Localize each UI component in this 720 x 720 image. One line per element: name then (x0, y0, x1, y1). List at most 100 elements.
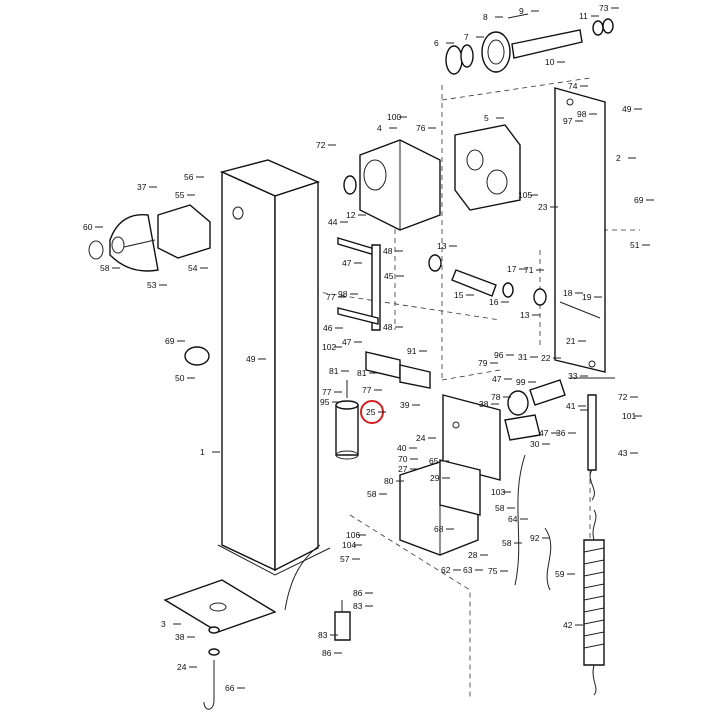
part-label-13a: 13 (437, 241, 447, 251)
part-label-106: 106 (346, 530, 360, 540)
part-label-48b: 48 (383, 322, 393, 332)
part-label-103: 103 (491, 487, 505, 497)
part-label-47b: 47 (342, 337, 352, 347)
part-label-49a: 49 (246, 354, 256, 364)
part-label-2: 2 (616, 153, 621, 163)
part-label-7: 7 (464, 32, 469, 42)
part-label-86b: 86 (322, 648, 332, 658)
part-label-73: 73 (599, 3, 609, 13)
part-label-86a: 86 (353, 588, 363, 598)
gear-assembly (445, 13, 614, 75)
part-label-21: 21 (566, 336, 576, 346)
part-label-74: 74 (568, 81, 578, 91)
part-label-75: 75 (488, 566, 498, 576)
part-label-98a: 98 (577, 109, 587, 119)
part-label-6: 6 (434, 38, 439, 48)
part-label-28: 28 (468, 550, 478, 560)
part-label-18: 18 (563, 288, 573, 298)
part-label-16: 16 (489, 297, 499, 307)
part-label-58b: 58 (367, 489, 377, 499)
part-label-38b: 38 (175, 632, 185, 642)
gearbox-housing (343, 124, 521, 231)
part-label-79: 79 (478, 358, 488, 368)
part-label-97: 97 (563, 116, 573, 126)
part-label-33: 33 (568, 371, 578, 381)
part-label-56: 56 (184, 172, 194, 182)
part-label-69b: 69 (634, 195, 644, 205)
part-label-27: 27 (398, 464, 408, 474)
part-label-45: 45 (384, 271, 394, 281)
part-label-105: 105 (518, 190, 532, 200)
terminal-block (365, 351, 431, 389)
part-label-11: 11 (579, 11, 588, 21)
part-label-19: 19 (582, 292, 592, 302)
part-label-77b: 77 (322, 387, 332, 397)
part-label-24a: 24 (416, 433, 426, 443)
cables (284, 454, 552, 611)
fan-assembly (88, 204, 211, 272)
part-label-44: 44 (328, 217, 338, 227)
main-column (217, 159, 331, 576)
part-label-5: 5 (484, 113, 489, 123)
part-label-55: 55 (175, 190, 185, 200)
part-label-57: 57 (340, 554, 350, 564)
part-label-81b: 81 (357, 368, 367, 378)
capacitor (335, 380, 359, 460)
part-label-69a: 69 (165, 336, 175, 346)
part-label-80: 80 (384, 476, 394, 486)
part-label-100: 100 (387, 112, 401, 122)
part-label-104: 104 (342, 540, 356, 550)
part-label-23: 23 (538, 202, 548, 212)
part-label-8: 8 (483, 12, 488, 22)
part-label-31: 31 (518, 352, 528, 362)
part-label-47d: 47 (539, 428, 549, 438)
brackets (337, 237, 381, 331)
part-label-95: 95 (320, 397, 330, 407)
part-label-10: 10 (545, 57, 555, 67)
part-label-65: 65 (429, 456, 439, 466)
part-label-58d: 58 (502, 538, 512, 548)
part-label-72b: 72 (618, 392, 628, 402)
part-label-83b: 83 (318, 630, 328, 640)
part-label-70: 70 (398, 454, 408, 464)
part-label-101: 101 (622, 411, 636, 421)
base-plate (163, 579, 277, 710)
part-label-41: 41 (566, 401, 576, 411)
part-label-4: 4 (377, 123, 382, 133)
part-label-76: 76 (416, 123, 426, 133)
part-label-91: 91 (407, 346, 417, 356)
part-label-51: 51 (630, 240, 640, 250)
part-label-71: 71 (524, 265, 534, 275)
part-labels: 1 2 3 4 5 6 7 8 9 10 11 12 13 13 15 16 1… (83, 3, 644, 693)
part-label-77c: 77 (362, 385, 372, 395)
part-label-53: 53 (147, 280, 157, 290)
part-label-58c: 58 (495, 503, 505, 513)
knob-50 (184, 346, 210, 366)
worm-shaft (428, 254, 601, 319)
part-label-38a: 38 (479, 399, 489, 409)
part-label-46: 46 (323, 323, 333, 333)
part-label-49b: 49 (622, 104, 632, 114)
part-label-54: 54 (188, 263, 198, 273)
part-label-62: 62 (441, 565, 451, 575)
part-label-1: 1 (200, 447, 205, 457)
limit-switch-assembly (504, 377, 615, 441)
part-label-66: 66 (225, 683, 235, 693)
part-label-22: 22 (541, 353, 551, 363)
bracket-83 (334, 600, 351, 641)
part-label-92: 92 (530, 533, 540, 543)
part-label-42: 42 (563, 620, 573, 630)
part-label-47a: 47 (342, 258, 352, 268)
part-label-36: 36 (556, 428, 566, 438)
part-label-30: 30 (530, 439, 540, 449)
electronics-housing (399, 459, 481, 556)
part-label-58a: 58 (100, 263, 110, 273)
board-plate (442, 394, 501, 481)
part-label-68: 68 (434, 524, 444, 534)
part-label-3: 3 (161, 619, 166, 629)
part-label-17: 17 (507, 264, 517, 274)
part-label-48a: 48 (383, 246, 393, 256)
part-label-102: 102 (322, 342, 336, 352)
part-label-13b: 13 (520, 310, 530, 320)
